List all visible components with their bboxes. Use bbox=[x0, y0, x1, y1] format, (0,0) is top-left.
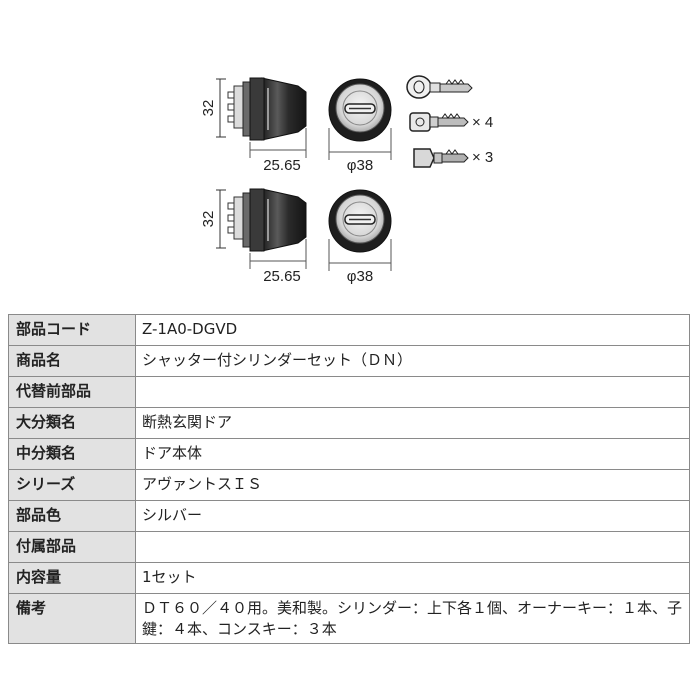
row-value bbox=[135, 376, 690, 408]
table-row-middle-category: 中分類名 ドア本体 bbox=[8, 438, 690, 470]
table-row-part-color: 部品色 シルバー bbox=[8, 500, 690, 532]
cylinder-front-view-bottom bbox=[328, 189, 392, 271]
table-row-part-code: 部品コード Z-1A0-DGVD bbox=[8, 314, 690, 346]
table-row-major-category: 大分類名 断熱玄関ドア bbox=[8, 407, 690, 439]
height-dimension-bottom: 32 bbox=[200, 211, 217, 228]
owner-key-icon bbox=[406, 75, 473, 99]
row-label: 部品色 bbox=[8, 500, 136, 532]
length-dimension-top: 25.65 bbox=[263, 157, 301, 174]
row-value: シャッター付シリンダーセット（ＤＮ） bbox=[135, 345, 690, 377]
table-row-series: シリーズ アヴァントスＩＳ bbox=[8, 469, 690, 501]
cylinder-diagram: 32 25.65 φ38 × 4 × 3 bbox=[200, 75, 493, 285]
length-dimension-bottom: 25.65 bbox=[263, 268, 301, 285]
diameter-dimension-bottom: φ38 bbox=[347, 268, 373, 285]
table-row-remarks: 備考 ＤＴ６０／４０用。美和製。シリンダー：上下各１個、オーナーキー：１本、子鍵… bbox=[8, 593, 690, 644]
row-value bbox=[135, 531, 690, 563]
row-value: 1セット bbox=[135, 562, 690, 594]
row-label: シリーズ bbox=[8, 469, 136, 501]
row-value: アヴァントスＩＳ bbox=[135, 469, 690, 501]
table-row-accessory-parts: 付属部品 bbox=[8, 531, 690, 563]
child-key-quantity: × 4 bbox=[472, 114, 493, 131]
row-label: 商品名 bbox=[8, 345, 136, 377]
row-value: ドア本体 bbox=[135, 438, 690, 470]
cylinder-side-view-bottom bbox=[216, 188, 307, 269]
height-dimension-top: 32 bbox=[200, 100, 217, 117]
construction-key-icon bbox=[413, 148, 469, 168]
row-value: Z-1A0-DGVD bbox=[135, 314, 690, 346]
diameter-dimension-top: φ38 bbox=[347, 157, 373, 174]
row-value: ＤＴ６０／４０用。美和製。シリンダー：上下各１個、オーナーキー：１本、子鍵：４本… bbox=[135, 593, 690, 644]
row-value: 断熱玄関ドア bbox=[135, 407, 690, 439]
row-label: 備考 bbox=[8, 593, 136, 644]
row-label: 中分類名 bbox=[8, 438, 136, 470]
row-label: 内容量 bbox=[8, 562, 136, 594]
row-label: 付属部品 bbox=[8, 531, 136, 563]
child-key-icon bbox=[409, 112, 469, 132]
row-value: シルバー bbox=[135, 500, 690, 532]
spec-table: 部品コード Z-1A0-DGVD 商品名 シャッター付シリンダーセット（ＤＮ） … bbox=[8, 314, 690, 644]
table-row-contents: 内容量 1セット bbox=[8, 562, 690, 594]
table-row-replacement-part: 代替前部品 bbox=[8, 376, 690, 408]
row-label: 代替前部品 bbox=[8, 376, 136, 408]
cylinder-front-view-top bbox=[328, 78, 392, 160]
row-label: 部品コード bbox=[8, 314, 136, 346]
cylinder-side-view-top bbox=[216, 77, 307, 158]
table-row-product-name: 商品名 シャッター付シリンダーセット（ＤＮ） bbox=[8, 345, 690, 377]
row-label: 大分類名 bbox=[8, 407, 136, 439]
product-drawing: 32 25.65 φ38 × 4 × 3 bbox=[0, 0, 698, 305]
construction-key-quantity: × 3 bbox=[472, 149, 493, 166]
